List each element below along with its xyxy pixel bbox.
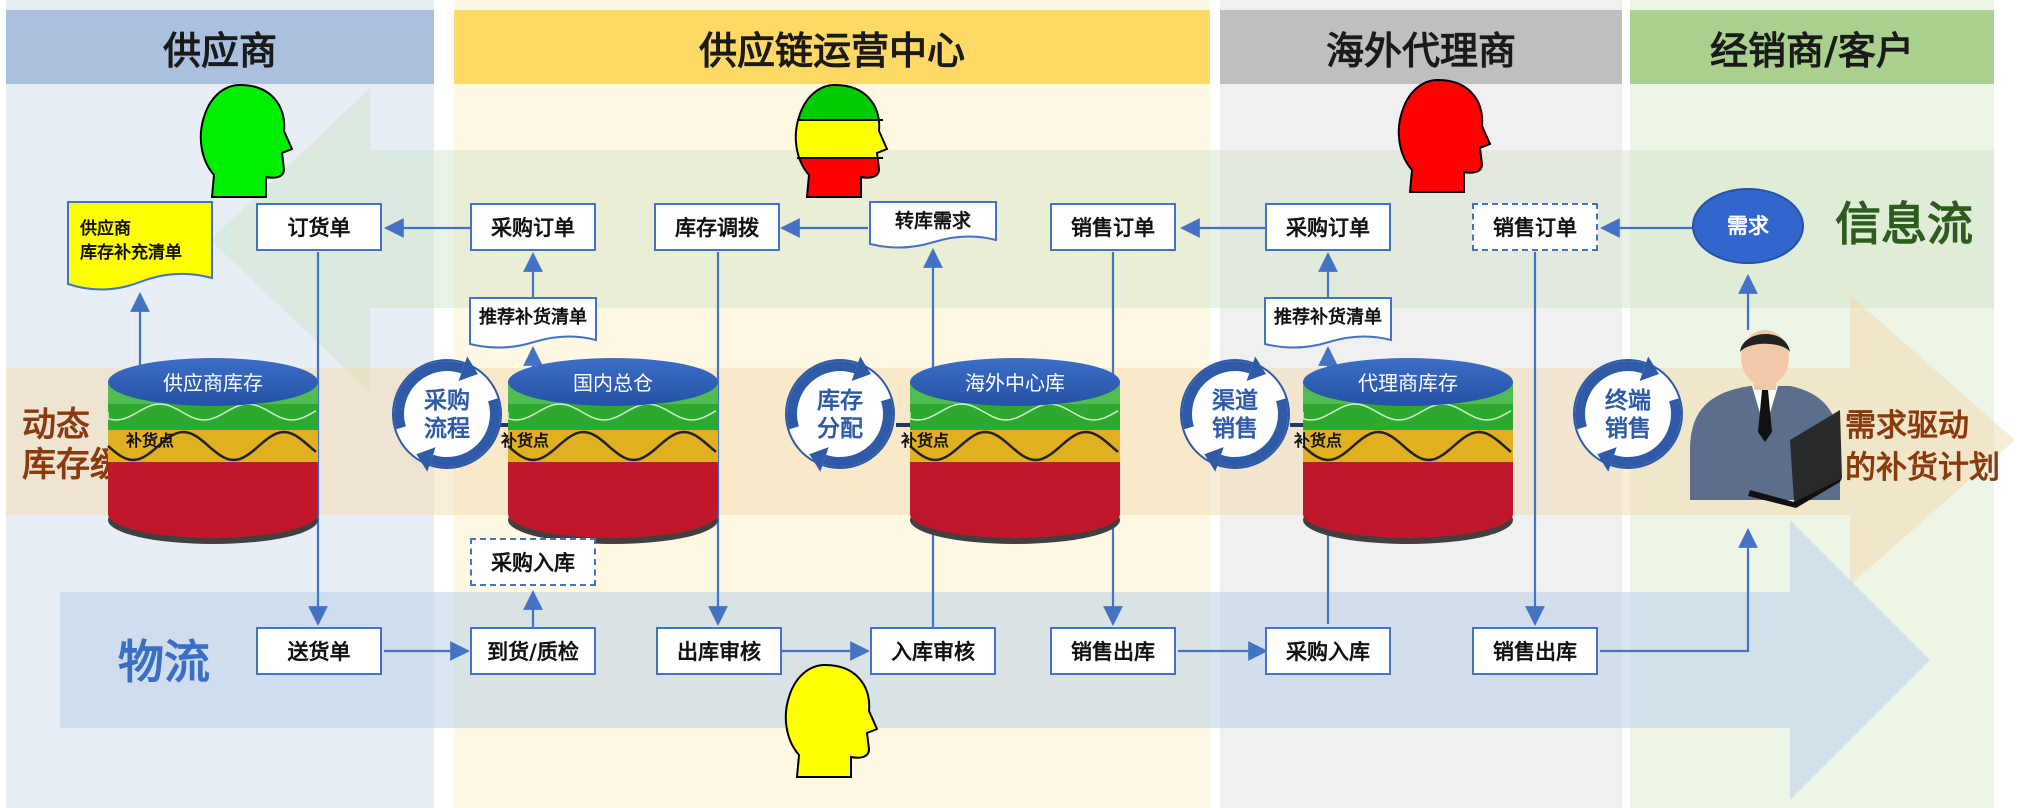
warehouse-cylinder-3: 海外中心库 xyxy=(909,358,1120,544)
purchase-order-box-1[interactable]: 采购订单 xyxy=(470,203,596,251)
demand-label: 需求 xyxy=(1727,214,1769,238)
supplier-list-line1: 供应商 xyxy=(79,218,131,239)
warehouse-label: 海外中心库 xyxy=(965,371,1065,395)
lane-header-customer: 经销商/客户 xyxy=(1630,10,1994,84)
svg-text:供应商 库存补充清单: 供应商 库存补充清单 xyxy=(79,218,182,263)
warehouse-cylinder-1: 供应商库存 xyxy=(107,358,318,544)
replenish-point-label-3: 补货点 xyxy=(900,431,949,450)
material-flow-label: 物流 xyxy=(118,635,210,689)
sales-outbound-box-2[interactable]: 销售出库 xyxy=(1472,627,1598,675)
yellow-head-icon xyxy=(784,663,879,778)
replenish-point-label-2: 补货点 xyxy=(500,431,549,450)
red-head-icon xyxy=(1397,78,1492,193)
buffer-label-line1: 动态 xyxy=(22,405,90,445)
warehouse-cylinder-4: 代理商库存 xyxy=(1302,358,1513,544)
green-head-icon xyxy=(199,83,294,198)
recommend-list-1-label: 推荐补货清单 xyxy=(479,306,587,328)
traffic-light-head-icon xyxy=(794,83,889,198)
lane-header-agent: 海外代理商 xyxy=(1220,10,1622,84)
lane-header-ops: 供应链运营中心 xyxy=(454,10,1210,84)
cycle-label: 分配 xyxy=(817,416,863,442)
warehouse-cylinder-2: 国内总仓 xyxy=(507,358,718,544)
warehouse-label: 代理商库存 xyxy=(1358,371,1458,395)
recommend-list-2-label: 推荐补货清单 xyxy=(1274,306,1382,328)
cycle-label: 流程 xyxy=(424,415,470,442)
info-flow-label: 信息流 xyxy=(1835,197,1973,251)
cycle-label: 销售 xyxy=(1212,415,1258,442)
demand-ellipse: 需求 xyxy=(1692,188,1804,264)
demand-plan-line2: 的补货计划 xyxy=(1845,450,2000,486)
cycle-label: 销售 xyxy=(1605,415,1651,442)
warehouse-label: 国内总仓 xyxy=(573,371,653,395)
supplier-list-line2: 库存补充清单 xyxy=(80,242,182,263)
transfer-demand-label: 转库需求 xyxy=(895,209,972,232)
person-at-laptop-icon xyxy=(1690,330,1842,508)
inventory-transfer-box[interactable]: 库存调拨 xyxy=(654,203,780,251)
cycle-label: 库存 xyxy=(817,387,863,414)
cycle-label: 渠道 xyxy=(1212,387,1258,414)
purchase-inbound-box-2[interactable]: 采购入库 xyxy=(1265,627,1391,675)
sales-order-box-2[interactable]: 销售订单 xyxy=(1472,203,1598,251)
inbound-audit-box[interactable]: 入库审核 xyxy=(870,627,996,675)
demand-plan-label: 需求驱动 的补货计划 xyxy=(1845,408,2000,486)
delivery-note-box[interactable]: 送货单 xyxy=(256,627,382,675)
cycle-label: 终端 xyxy=(1605,387,1651,414)
supplier-replenishment-list: 供应商 库存补充清单 xyxy=(67,201,213,291)
replenish-point-label-1: 补货点 xyxy=(125,431,174,450)
outbound-audit-box[interactable]: 出库审核 xyxy=(656,627,782,675)
sales-order-box-1[interactable]: 销售订单 xyxy=(1050,203,1176,251)
order-box[interactable]: 订货单 xyxy=(256,203,382,251)
arrival-qc-box[interactable]: 到货/质检 xyxy=(470,627,596,675)
purchase-receipt-box-1[interactable]: 采购入库 xyxy=(470,538,596,586)
recommend-list-1: 推荐补货清单 xyxy=(469,297,597,349)
transfer-demand-doc: 转库需求 xyxy=(869,201,997,249)
cycle-label: 采购 xyxy=(424,388,470,414)
purchase-order-box-2[interactable]: 采购订单 xyxy=(1265,203,1391,251)
replenish-point-label-4: 补货点 xyxy=(1293,431,1342,450)
lane-header-supplier: 供应商 xyxy=(6,10,434,84)
recommend-list-2: 推荐补货清单 xyxy=(1264,297,1392,349)
warehouse-label: 供应商库存 xyxy=(163,371,263,395)
sales-outbound-box-1[interactable]: 销售出库 xyxy=(1050,627,1176,675)
demand-plan-line1: 需求驱动 xyxy=(1845,408,1969,444)
